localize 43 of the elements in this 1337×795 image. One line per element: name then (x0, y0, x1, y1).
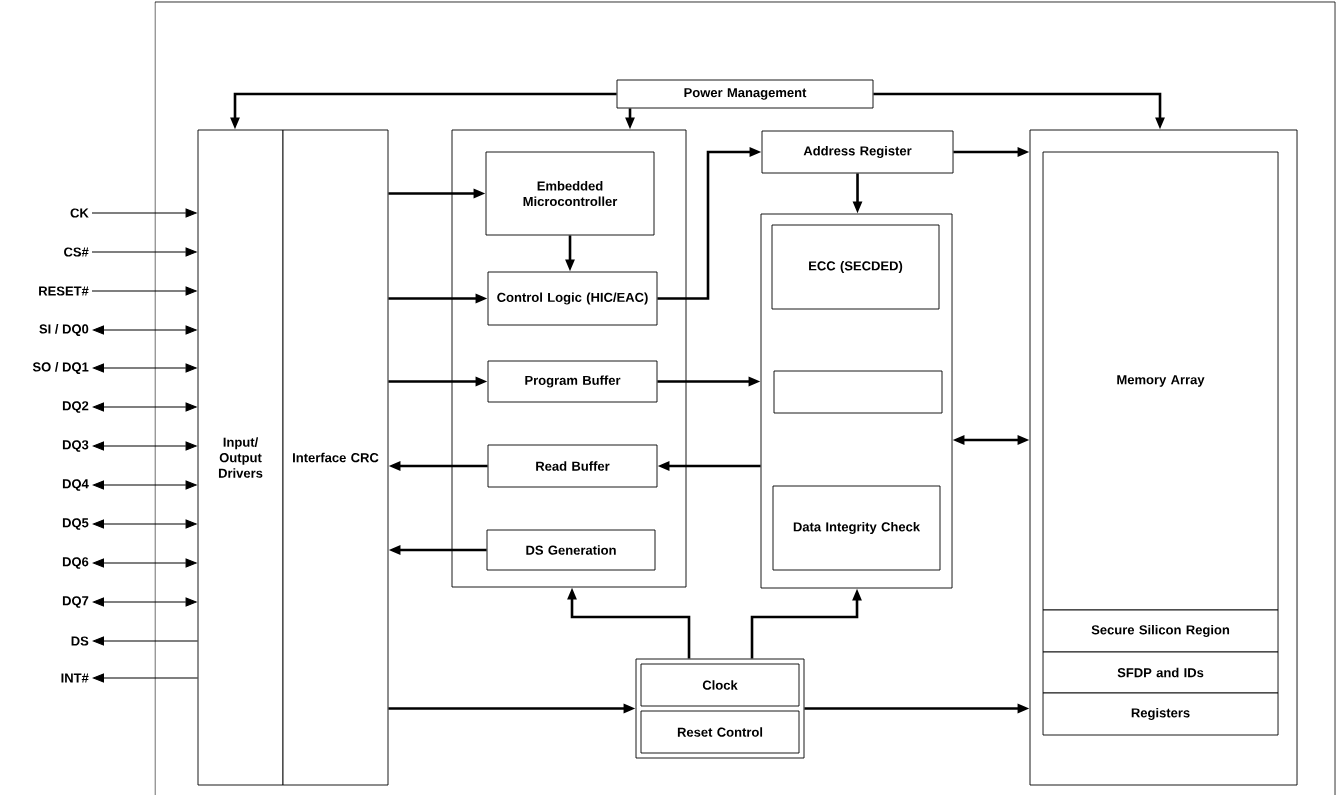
signal-label: CK (70, 208, 89, 218)
process-box: ECC (SECDED) (771, 224, 940, 310)
arrow (92, 402, 197, 412)
signal-label: DQ7 (62, 596, 89, 608)
arrow (92, 325, 197, 335)
arrow (92, 558, 197, 568)
process-box: Read Buffer (487, 444, 658, 488)
arrow (92, 519, 197, 529)
process-box: Program Buffer (487, 360, 658, 403)
arrow (91, 286, 197, 296)
arrow (92, 636, 199, 646)
arrow (91, 208, 197, 218)
signal-label: SO / DQ1 (32, 362, 89, 374)
process-box: Input/ Output Drivers (197, 129, 284, 786)
signal-label: RESET# (39, 286, 89, 296)
process-box: Interface CRC (282, 129, 389, 786)
signal-label: INT# (61, 673, 89, 683)
process-box: Power Management (616, 79, 874, 109)
arrow (92, 441, 197, 451)
process-box: Control Logic (HIC/EAC) (487, 271, 658, 326)
arrow (92, 673, 199, 683)
process-box: Registers (1042, 692, 1279, 736)
process-box: Data Integrity Check (772, 485, 941, 571)
arrow (92, 597, 197, 607)
process-box: DS Generation (486, 529, 656, 571)
signal-label: DQ5 (62, 518, 89, 530)
signal-label: DQ6 (62, 557, 89, 569)
process-box: Reset Control (640, 710, 800, 754)
signal-label: DS (71, 636, 89, 646)
signal-label: DQ3 (62, 440, 89, 452)
process-box: Clock (640, 663, 800, 707)
block-box (773, 370, 943, 414)
signal-label: CS# (64, 247, 89, 257)
signal-label: DQ2 (62, 401, 89, 413)
process-box: SFDP and IDs (1042, 651, 1279, 694)
process-box: Secure Silicon Region (1042, 609, 1279, 653)
signal-label: DQ4 (62, 479, 89, 491)
arrow (92, 363, 197, 373)
arrow (91, 247, 197, 257)
signal-label: SI / DQ0 (39, 324, 89, 336)
process-box: Address Register (761, 130, 954, 174)
arrow (92, 480, 197, 490)
process-box: Embedded Microcontroller (485, 151, 655, 236)
